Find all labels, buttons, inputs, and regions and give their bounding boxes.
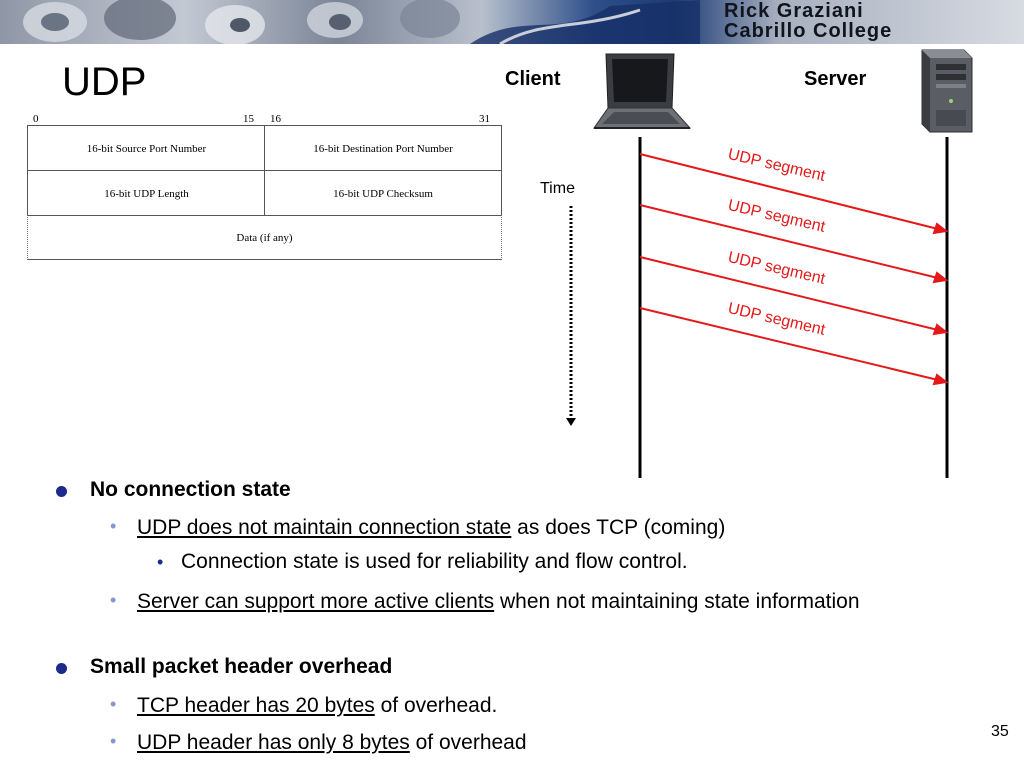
slide-title: UDP (62, 60, 147, 104)
segment-arrowhead-4 (932, 373, 949, 386)
sub-bullet-dot: • (110, 590, 117, 610)
sub-bullet-text: as does TCP (coming) (511, 516, 726, 539)
server-label: Server (804, 68, 867, 90)
bullet-no-connection-state: No connection state (90, 478, 291, 501)
bit-number-15: 15 (243, 113, 254, 125)
sub-bullet-dot: • (110, 516, 117, 536)
sub-sub-bullet-reliability: Connection state is used for reliability… (181, 550, 688, 573)
sub-bullet-connection-state: UDP does not maintain connection state a… (137, 513, 917, 543)
bullet-dot (56, 486, 67, 497)
sub-bullet-text: when not maintaining state information (494, 590, 860, 613)
sub-bullet-udp-header: UDP header has only 8 bytes of overhead (137, 728, 917, 758)
segment-arrowhead-1 (932, 222, 949, 235)
sub-bullet-underlined: Server can support more active clients (137, 590, 495, 613)
sub-bullet-active-clients: Server can support more active clients w… (137, 587, 917, 617)
sub-bullet-dot: • (110, 694, 117, 714)
segment-arrowhead-2 (932, 271, 949, 284)
bullet-dot (56, 663, 67, 674)
bit-number-0: 0 (33, 113, 39, 125)
sub-bullet-text: of overhead (409, 731, 527, 754)
sub-bullet-underlined: UDP does not maintain connection state (137, 516, 512, 539)
sub-bullet-underlined: UDP header has only 8 bytes (137, 731, 410, 754)
time-arrowhead (566, 418, 576, 426)
segment-arrow-4 (639, 307, 939, 381)
header-banner: Rick Graziani Cabrillo College (0, 0, 1024, 44)
data-cell: Data (if any) (27, 215, 502, 260)
time-label: Time (540, 180, 575, 197)
sub-bullet-tcp-header: TCP header has 20 bytes of overhead. (137, 691, 917, 721)
udp-header-table: 16-bit Source Port Number 16-bit Destina… (27, 125, 502, 260)
laptop-icon (593, 53, 692, 129)
server-tower-icon (921, 49, 973, 133)
sub-bullet-dot: • (110, 731, 117, 751)
bit-number-16: 16 (270, 113, 281, 125)
segment-arrow-1 (639, 153, 939, 230)
sub-bullet-underlined: TCP header has 20 bytes (137, 694, 375, 717)
destination-port-cell: 16-bit Destination Port Number (264, 125, 502, 171)
segment-arrow-3 (639, 256, 939, 331)
udp-length-cell: 16-bit UDP Length (27, 170, 265, 216)
source-port-cell: 16-bit Source Port Number (27, 125, 265, 171)
banner-college: Cabrillo College (724, 20, 893, 42)
sub-sub-bullet-dot: • (157, 552, 164, 572)
bullet-small-header-overhead: Small packet header overhead (90, 655, 393, 678)
udp-checksum-cell: 16-bit UDP Checksum (264, 170, 502, 216)
banner-name: Rick Graziani (724, 0, 864, 22)
client-label: Client (505, 68, 561, 90)
segment-arrow-2 (639, 204, 939, 279)
bit-number-31: 31 (479, 113, 490, 125)
sub-bullet-text: of overhead. (374, 694, 498, 717)
banner-image (23, 0, 700, 44)
segment-arrowhead-3 (932, 323, 949, 336)
page-number: 35 (991, 723, 1009, 740)
